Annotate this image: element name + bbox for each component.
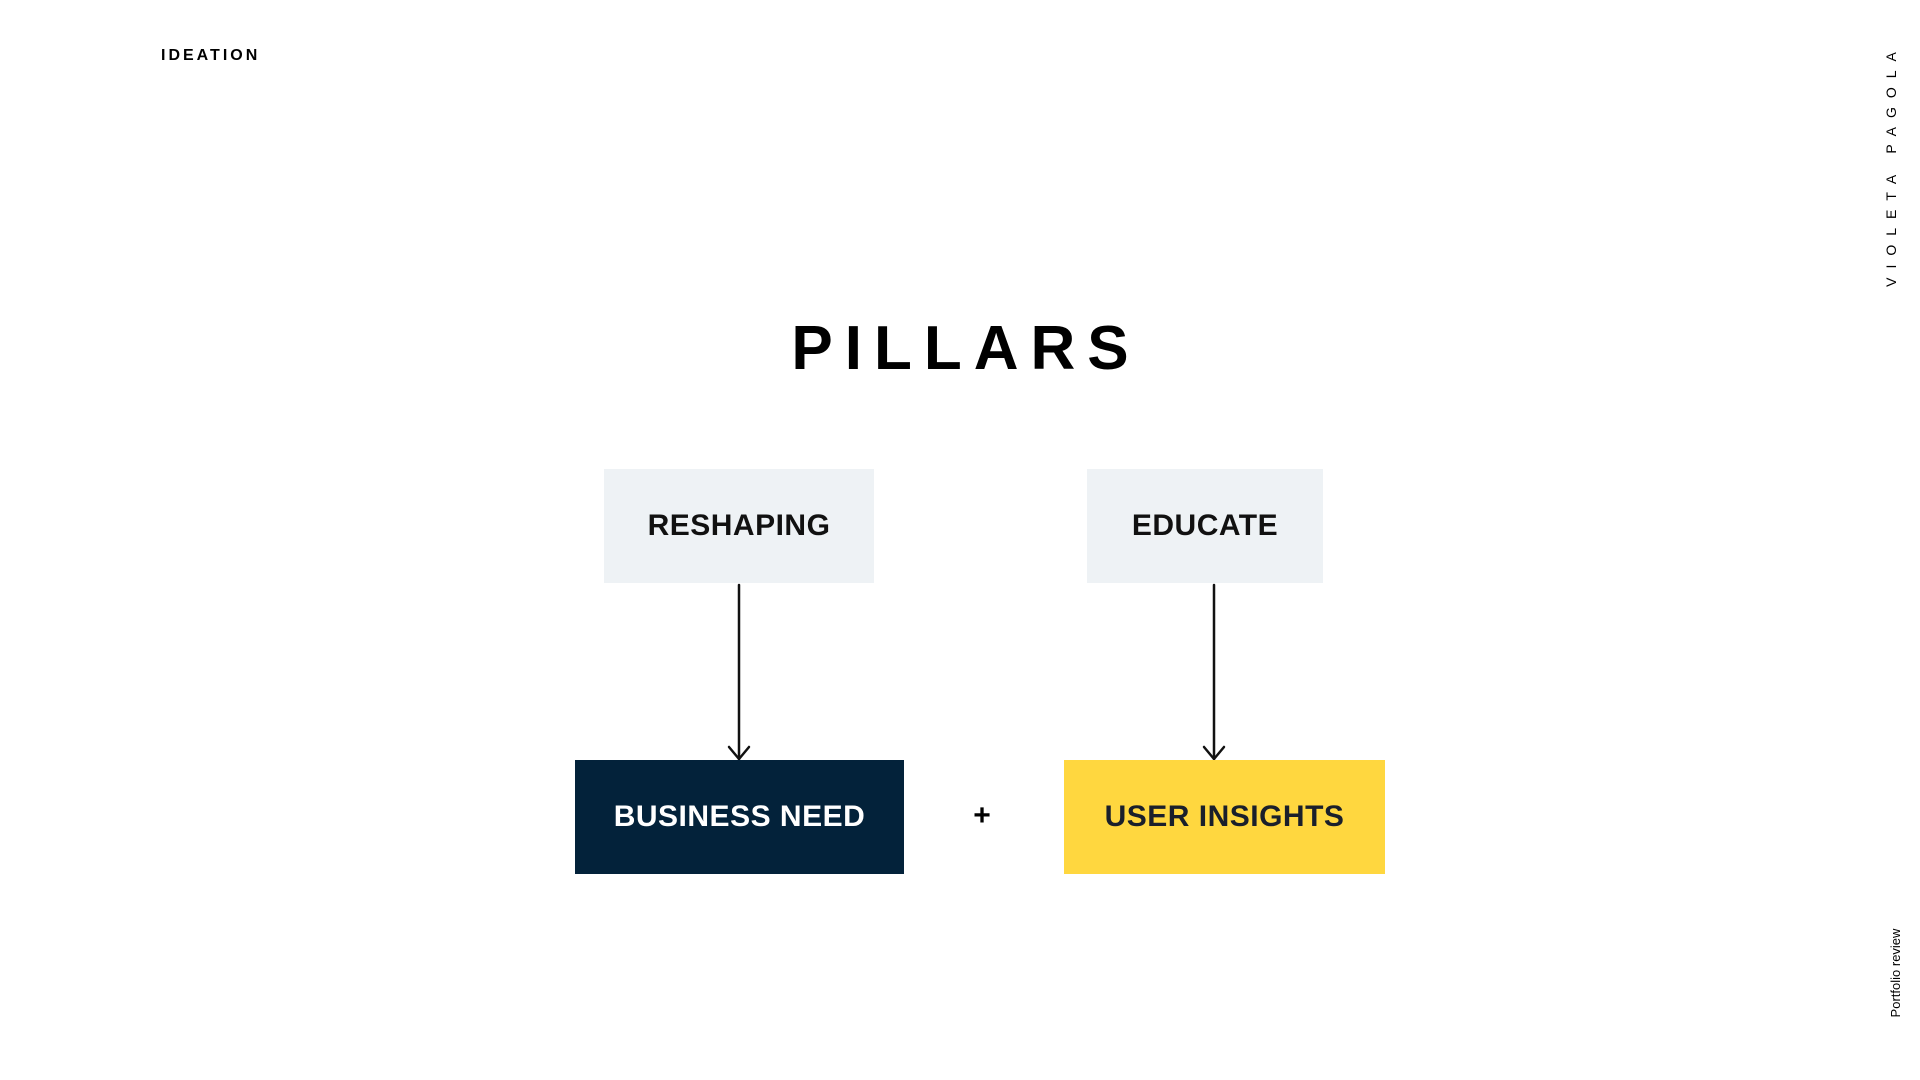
outcome-box-user-insights: USER INSIGHTS (1064, 760, 1385, 874)
plus-operator: + (973, 799, 991, 832)
section-label: IDEATION (161, 47, 261, 64)
page-title: PILLARS (791, 314, 1141, 383)
pillar-box-educate: EDUCATE (1087, 469, 1323, 583)
arrow-educate-to-insights (1202, 583, 1226, 761)
pillar-label-reshaping: RESHAPING (647, 509, 831, 542)
pillar-label-educate: EDUCATE (1131, 509, 1279, 542)
outcome-box-business-need: BUSINESS NEED (575, 760, 904, 874)
outcome-label-business-need: BUSINESS NEED (613, 800, 866, 833)
pillar-box-reshaping: RESHAPING (604, 469, 874, 583)
arrow-reshaping-to-business (727, 583, 751, 761)
outcome-label-user-insights: USER INSIGHTS (1104, 800, 1345, 833)
